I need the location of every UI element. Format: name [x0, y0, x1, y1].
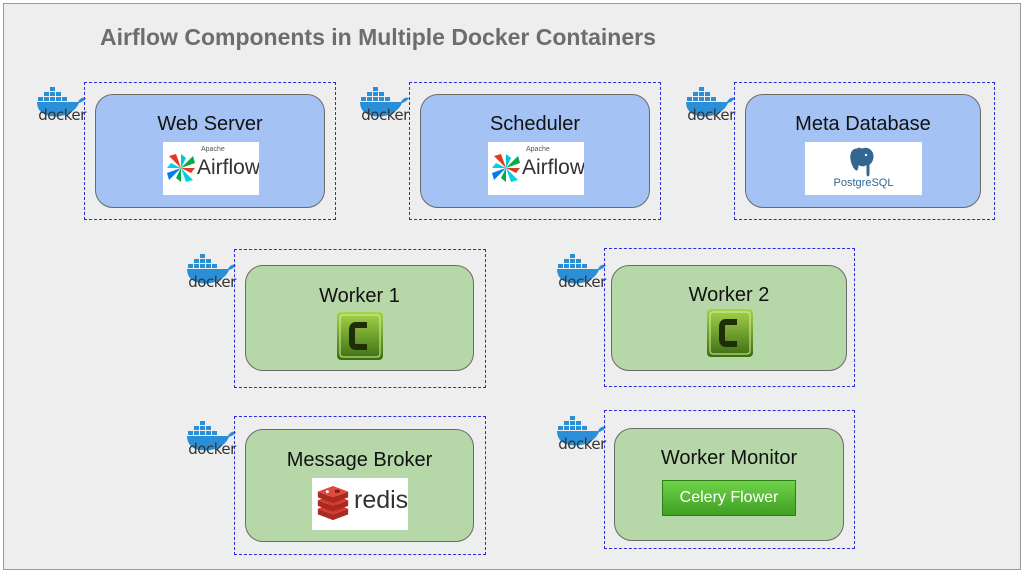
scheduler-node: Scheduler Apache Airflow — [420, 94, 650, 208]
node-label: Meta Database — [795, 113, 931, 135]
container-web-server — [84, 82, 336, 220]
node-label: Web Server — [157, 113, 263, 135]
worker-monitor-node: Worker Monitor Celery Flower — [614, 428, 844, 541]
node-label: Message Broker — [286, 449, 433, 471]
postgresql-logo: PostgreSQL — [805, 142, 922, 195]
airflow-pinwheel-icon — [492, 154, 520, 182]
docker-logo: docker — [36, 82, 88, 128]
node-label: Worker 2 — [688, 284, 770, 306]
redis-cube-icon — [317, 486, 349, 521]
meta-database-node: Meta Database PostgreSQL — [745, 94, 981, 208]
worker-2-node: Worker 2 — [611, 265, 847, 371]
celery-flower-logo: Celery Flower — [662, 480, 796, 516]
docker-logo: docker — [685, 82, 737, 128]
docker-logo: docker — [186, 416, 238, 462]
celery-icon — [707, 309, 753, 357]
docker-logo: docker — [556, 249, 608, 295]
docker-logo: docker — [186, 249, 238, 295]
airflow-pinwheel-icon — [167, 154, 195, 182]
airflow-logo: Apache Airflow — [488, 142, 584, 195]
node-label: Scheduler — [489, 113, 581, 135]
docker-logo: docker — [556, 411, 608, 457]
postgresql-elephant-icon — [849, 146, 875, 178]
node-label: Worker 1 — [319, 285, 400, 307]
container-meta-database — [734, 82, 995, 220]
container-worker-monitor — [604, 410, 855, 549]
diagram-title: Airflow Components in Multiple Docker Co… — [100, 24, 656, 50]
airflow-logo: Apache Airflow — [163, 142, 259, 195]
web-server-node: Web Server Apache Airflow — [95, 94, 325, 208]
container-scheduler — [409, 82, 661, 220]
message-broker-node: Message Broker redis — [245, 429, 474, 542]
node-label: Worker Monitor — [660, 447, 798, 469]
redis-logo: redis — [312, 478, 408, 530]
container-worker-1 — [234, 249, 486, 388]
container-message-broker — [234, 416, 486, 555]
docker-logo: docker — [359, 82, 411, 128]
container-worker-2 — [604, 248, 855, 387]
celery-icon — [337, 312, 383, 360]
worker-1-node: Worker 1 — [245, 265, 474, 371]
